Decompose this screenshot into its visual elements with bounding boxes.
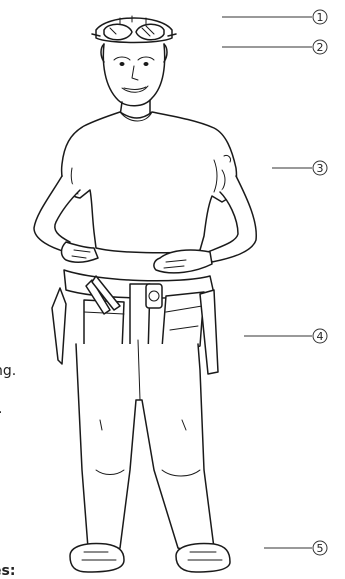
callout-4-number: 4 (317, 330, 324, 343)
callout-5-number: 5 (317, 542, 324, 555)
callout-3-number: 3 (317, 162, 324, 175)
goggles-icon (92, 16, 176, 43)
callout-1: 1 (222, 10, 327, 24)
callout-2-number: 2 (317, 41, 324, 54)
head (101, 44, 167, 116)
edge-text-fragment: es: (0, 563, 15, 579)
callout-3: 3 (272, 161, 327, 175)
trousers (76, 340, 214, 551)
callout-1-number: 1 (317, 11, 324, 24)
shirt (62, 112, 237, 253)
shoes (70, 544, 230, 573)
callout-5: 5 (264, 541, 327, 555)
edge-text-fragment: ng. (0, 363, 16, 379)
callout-2: 2 (222, 40, 327, 54)
callout-4: 4 (244, 329, 327, 343)
edge-text-fragment: . (0, 401, 2, 417)
